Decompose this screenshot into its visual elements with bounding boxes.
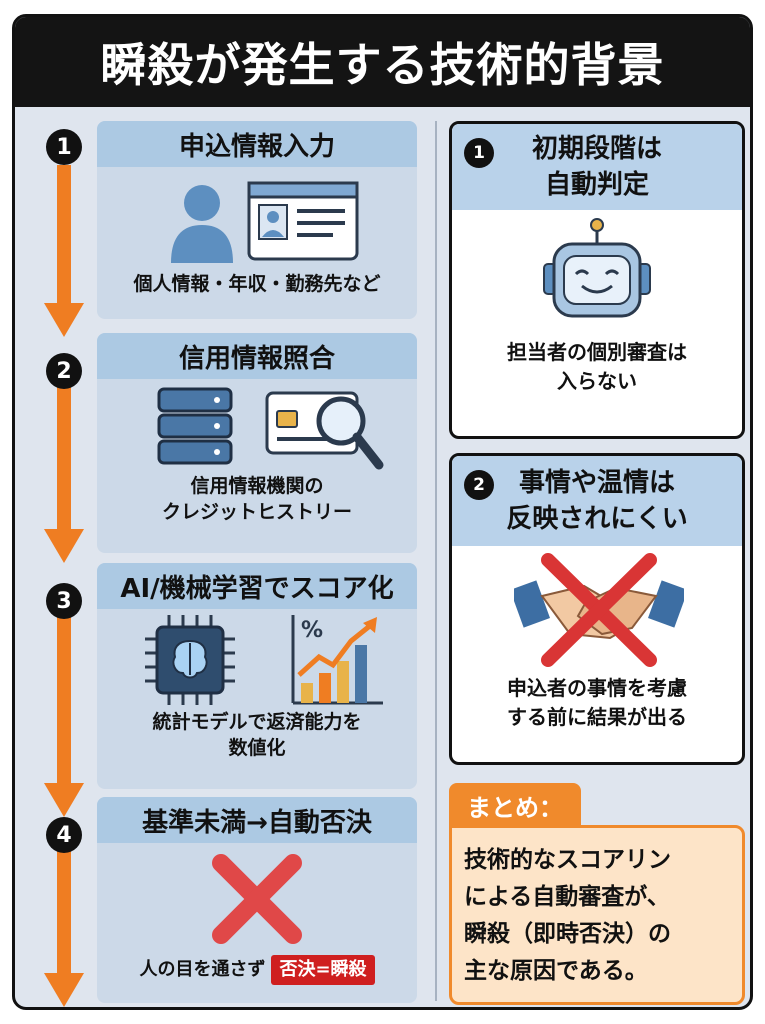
step-icons: [97, 843, 417, 955]
right-card-description: 申込者の事情を考慮 する前に結果が出る: [507, 676, 687, 729]
step-icons: %: [97, 609, 417, 709]
summary-box: まとめ： 技術的なスコアリン による自動審査が、 瞬殺（即時否決）の 主な原因で…: [449, 783, 745, 1005]
step-heading: 信用情報照合: [97, 333, 417, 379]
step-card-2: 信用情報照合 信用情報機関の クレジットヒストリー: [97, 333, 417, 553]
summary-text: 技術的なスコアリン による自動審査が、 瞬殺（即時否決）の 主な原因である。: [449, 825, 745, 1005]
robot-icon: [543, 218, 651, 318]
database-icon: [157, 387, 233, 465]
step-number: 4: [46, 817, 82, 853]
step-icons: [97, 379, 417, 473]
person-icon: [171, 185, 233, 263]
infographic-frame: 瞬殺が発生する技術的背景 1 申込情報入力: [12, 14, 753, 1010]
flow-arrow-head: [44, 783, 84, 817]
reject-badge: 否決=瞬殺: [271, 955, 375, 985]
card-number: 2: [464, 470, 494, 500]
summary-label: まとめ：: [449, 783, 581, 827]
right-card-2: 2 事情や温情は 反映されにくい 申込者の事情を考慮 する前に結果が出る: [449, 453, 745, 765]
column-divider: [435, 121, 437, 1001]
flow-arrow-shaft: [57, 605, 71, 785]
step-card-3: AI/機械学習でスコア化 %: [97, 563, 417, 789]
flow-arrow-head: [44, 529, 84, 563]
step-icons: [97, 167, 417, 271]
step-heading: 基準未満→自動否決: [97, 797, 417, 843]
step-number: 3: [46, 583, 82, 619]
flow-arrow-shaft: [57, 839, 71, 975]
step-description: 信用情報機関の クレジットヒストリー: [161, 475, 352, 523]
card-magnifier-icon: [265, 391, 384, 470]
right-card-heading: 2 事情や温情は 反映されにくい: [452, 456, 742, 546]
step-number: 2: [46, 353, 82, 389]
flow-arrow-shaft: [57, 165, 71, 305]
right-card-icon-area: [452, 546, 742, 674]
growth-chart-icon: %: [291, 615, 383, 705]
red-x-icon: [212, 854, 302, 944]
ai-chip-icon: [145, 615, 235, 705]
id-card-icon: [247, 181, 359, 261]
flow-arrow-head: [44, 973, 84, 1007]
step-description: 人の目を通さず否決=瞬殺: [97, 955, 417, 985]
step-description: 個人情報・年収・勤務先など: [133, 273, 381, 295]
right-card-description: 担当者の個別審査は 入らない: [507, 340, 687, 393]
step-description: 統計モデルで返済能力を 数値化: [152, 711, 362, 759]
step-card-1: 申込情報入力 個人情報・年収・勤務先など: [97, 121, 417, 319]
step-number: 1: [46, 129, 82, 165]
right-card-heading: 1 初期段階は 自動判定: [452, 124, 742, 210]
flow-arrow-head: [44, 303, 84, 337]
step-heading: 申込情報入力: [97, 121, 417, 167]
svg-text:%: %: [301, 618, 323, 643]
right-card-1: 1 初期段階は 自動判定 担当者の個別審査は 入らない: [449, 121, 745, 439]
right-card-icon-area: [452, 210, 742, 338]
title-bar: 瞬殺が発生する技術的背景: [15, 17, 750, 107]
page-title: 瞬殺が発生する技術的背景: [100, 38, 665, 92]
flow-arrow-shaft: [57, 381, 71, 531]
handshake-crossed-icon: [514, 553, 684, 667]
card-number: 1: [464, 138, 494, 168]
step-card-4: 基準未満→自動否決 人の目を通さず否決=瞬殺: [97, 797, 417, 1003]
step-heading: AI/機械学習でスコア化: [97, 563, 417, 609]
